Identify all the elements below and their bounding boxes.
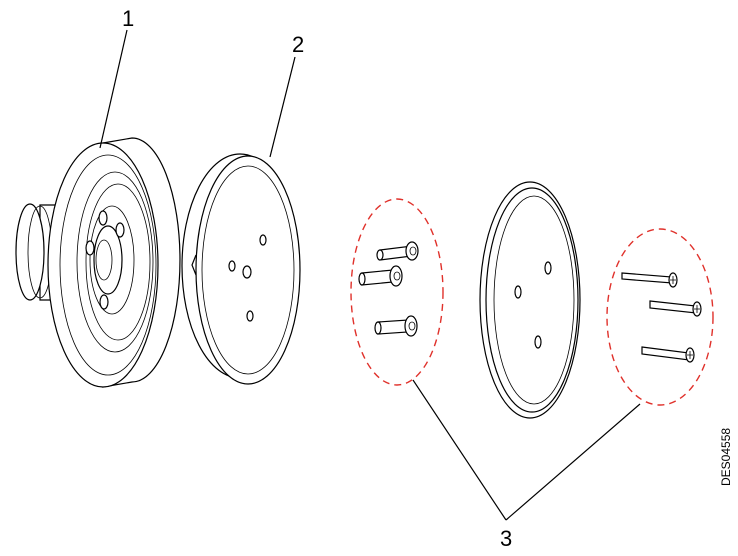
highlight-circle-left <box>350 198 444 386</box>
callout-1: 1 <box>122 6 134 31</box>
cover-disc <box>479 181 581 419</box>
part-1-hub <box>15 137 181 388</box>
callout-3: 3 <box>500 526 512 551</box>
leader-lines <box>99 29 641 521</box>
part-3-screws-right <box>606 228 714 406</box>
callout-2: 2 <box>292 32 304 57</box>
part-3-screws-left <box>350 198 444 386</box>
highlight-circle-right <box>606 228 714 406</box>
drawing-code-label: DES04558 <box>719 428 733 486</box>
part-2-disc <box>181 153 301 385</box>
